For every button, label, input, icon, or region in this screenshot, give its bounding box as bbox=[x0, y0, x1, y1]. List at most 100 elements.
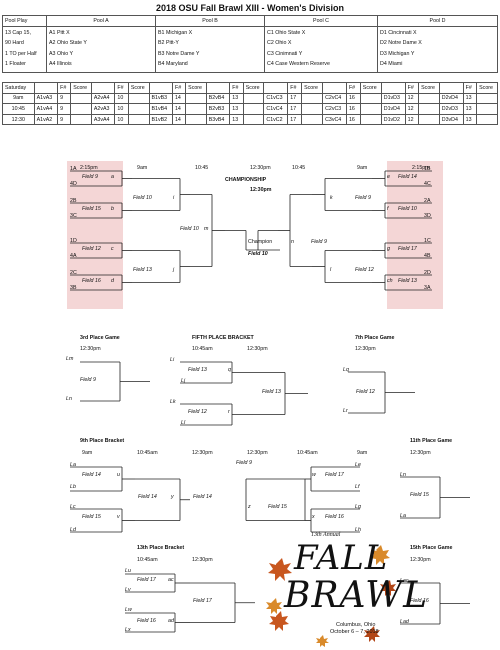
field-number: 9 bbox=[57, 113, 72, 126]
score-cell[interactable] bbox=[476, 113, 498, 126]
team-label: Le bbox=[355, 462, 361, 468]
section-title: 9th Place Bracket bbox=[80, 438, 125, 444]
championship-time: 12:30pm bbox=[250, 187, 272, 193]
pool-team: D4 Miami bbox=[380, 61, 403, 68]
game-code: c bbox=[111, 245, 114, 252]
time-header: 12:30pm bbox=[250, 165, 271, 171]
pool-team: B4 Maryland bbox=[158, 61, 188, 68]
team-label: Lu bbox=[125, 568, 131, 574]
seed-label: 4B bbox=[424, 253, 431, 259]
seed-label: 3B bbox=[70, 285, 77, 291]
seed-label: 2A bbox=[424, 198, 431, 204]
rule: 1 TO per Half bbox=[5, 50, 37, 57]
pool-team: A3 Ohio Y bbox=[49, 50, 74, 57]
section-title: 11th Place Game bbox=[410, 438, 453, 444]
champion-field: Field 10 bbox=[248, 251, 268, 257]
score-cell[interactable] bbox=[301, 113, 324, 126]
logo-fall: FALL bbox=[294, 538, 389, 578]
team-label: Ln bbox=[400, 472, 406, 478]
game-field: Field 17 bbox=[325, 472, 344, 478]
game-code: x bbox=[312, 514, 315, 520]
game-field: Field 10 bbox=[398, 205, 417, 212]
time-header: 10:45am bbox=[297, 450, 318, 456]
page-title: 2018 OSU Fall Brawl XIII - Women's Divis… bbox=[155, 3, 345, 13]
time-header: 10:45am bbox=[137, 557, 158, 563]
team-label: La bbox=[400, 513, 406, 519]
pool-team: D2 Notre Dame X bbox=[380, 40, 422, 47]
seed-label: 4C bbox=[424, 181, 431, 187]
game-code: r bbox=[228, 409, 230, 415]
team-label: Lv bbox=[125, 587, 131, 593]
game-code: ad bbox=[168, 618, 174, 624]
logo-brawl: BRAWL bbox=[284, 575, 429, 616]
matchup: D3vD4 bbox=[438, 113, 464, 126]
pool-team: D1 Cincinnati X bbox=[380, 29, 417, 36]
team-label: Lr bbox=[343, 408, 348, 414]
section-title: FIFTH PLACE BRACKET bbox=[192, 335, 254, 341]
seed-label: 4A bbox=[70, 253, 77, 259]
time-header: 12:30pm bbox=[247, 346, 268, 352]
game-field: Field 14 bbox=[193, 494, 212, 500]
logo-city: Columbus, Ohio bbox=[336, 622, 376, 628]
time-header: 12:30pm bbox=[410, 557, 431, 563]
game-code: m bbox=[204, 226, 209, 232]
pool-team: B2 Pitt-Y bbox=[158, 40, 179, 47]
game-code: g bbox=[387, 245, 390, 252]
team-label: Lg bbox=[355, 504, 361, 510]
matchup: B3vB4 bbox=[205, 113, 231, 126]
pool-team: C4 Case Western Reserve bbox=[267, 61, 330, 68]
game-code: d bbox=[111, 277, 114, 284]
time-header: 2:15pm bbox=[412, 165, 430, 171]
team-label: Lh bbox=[355, 527, 361, 533]
team-label: Ld bbox=[70, 527, 76, 533]
game-field: Field 13 bbox=[262, 389, 281, 395]
pool-team: B1 Michigan X bbox=[158, 29, 193, 36]
game-code: q bbox=[228, 367, 231, 373]
game-field: Field 15 bbox=[268, 504, 287, 510]
game-code: u bbox=[117, 472, 120, 478]
matchup: B1vB2 bbox=[148, 113, 173, 126]
champion-label: Champion bbox=[248, 239, 273, 245]
seed-label: 1D bbox=[70, 238, 77, 244]
game-code: l bbox=[330, 267, 332, 273]
game-field: Field 9 bbox=[80, 377, 96, 383]
seed-label: 1B bbox=[424, 166, 431, 172]
seed-label: 1C bbox=[424, 238, 431, 244]
time-header: 10:45 bbox=[292, 165, 306, 171]
rule: 13 Cap 15, bbox=[5, 29, 31, 36]
score-cell[interactable] bbox=[359, 113, 382, 126]
pool-team: D3 Michigan Y bbox=[380, 50, 415, 57]
game-code: a bbox=[111, 173, 114, 180]
game-field: Field 17 bbox=[398, 245, 417, 252]
game-field: Field 17 bbox=[193, 598, 212, 604]
game-field: Field 16 bbox=[325, 514, 344, 520]
matchup: A1vA2 bbox=[33, 113, 59, 126]
game-field: Field 15 bbox=[82, 514, 101, 520]
time-header: 12:30pm bbox=[410, 450, 431, 456]
section-title: 15th Place Game bbox=[410, 545, 453, 551]
game-code: k bbox=[330, 195, 333, 201]
matchup: C1vC2 bbox=[263, 113, 289, 126]
logo-dates: October 6 – 7, 2018 bbox=[330, 629, 379, 635]
time-header: 9am bbox=[82, 450, 93, 456]
matchup: A3vA4 bbox=[90, 113, 116, 126]
rule: 90 Hard bbox=[5, 40, 24, 47]
pool-table: Pool Play Pool A Pool B Pool C Pool D 13… bbox=[2, 15, 498, 73]
game-code: i bbox=[173, 195, 175, 201]
section-title: 3rd Place Game bbox=[80, 335, 120, 341]
team-label: Lb bbox=[70, 484, 76, 490]
game-field: Field 15 bbox=[82, 205, 101, 212]
game-code: y bbox=[171, 494, 174, 500]
game-code: e bbox=[387, 173, 390, 180]
field-number: 14 bbox=[171, 113, 187, 126]
game-field: Field 16 bbox=[82, 277, 101, 284]
pool-team: C1 Ohio State X bbox=[267, 29, 306, 36]
team-label: Lc bbox=[70, 504, 76, 510]
game-code: f bbox=[387, 205, 389, 212]
time-header: 10:45am bbox=[192, 346, 213, 352]
game-code: n bbox=[291, 239, 294, 245]
game-field: Field 9 bbox=[82, 173, 98, 180]
game-field: Field 14 bbox=[398, 173, 417, 180]
pool-team: A2 Ohio State Y bbox=[49, 40, 87, 47]
